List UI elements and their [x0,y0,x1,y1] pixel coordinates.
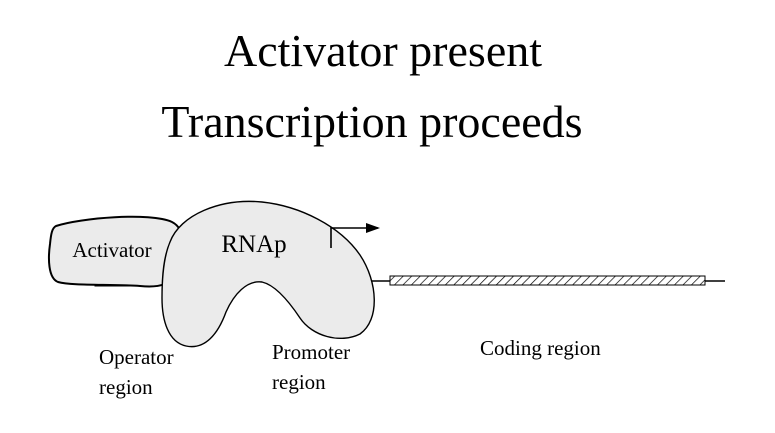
coding-region-label: Coding region [480,336,601,360]
arrow-right-icon [330,223,380,248]
title-line-2: Transcription proceeds [161,96,582,147]
rnap-label: RNAp [221,231,286,258]
rnap-shape [161,200,375,348]
activator-label: Activator [72,238,151,262]
coding-region-box [389,275,706,286]
promoter-label-line-2: region [272,370,326,394]
promoter-region-label: Promoter region [272,340,355,394]
operator-label-line-1: Operator [99,345,174,369]
activator-shape [48,215,184,288]
title-line-1: Activator present [224,25,542,76]
promoter-label-line-1: Promoter [272,340,350,364]
operator-label-line-2: region [99,375,153,399]
operator-region-label: Operator region [99,345,179,399]
